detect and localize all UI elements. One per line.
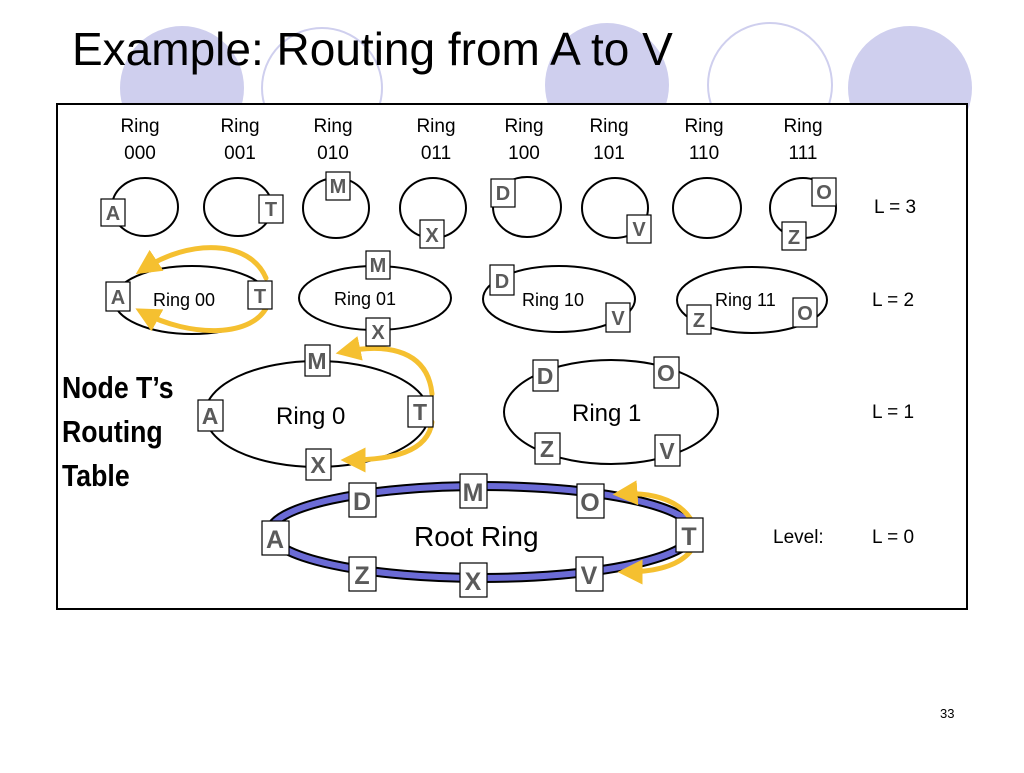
routing-table-caption-line-1: Node T’s (62, 370, 174, 405)
slide-title: Example: Routing from A to V (72, 23, 673, 75)
node-x-ring-01: X (371, 322, 385, 344)
arrow-t-to-v (617, 549, 693, 585)
node-z-ring-111: Z (788, 227, 800, 249)
node-o-ring-11: O (797, 303, 813, 325)
arrow-t-to-x (340, 419, 435, 473)
node-v-ring-1: V (659, 438, 675, 464)
ring-101 (581, 177, 649, 239)
column-header-011-ring: Ring (416, 116, 455, 137)
node-m-root: M (463, 479, 484, 507)
node-a-ring-0: A (202, 403, 219, 429)
column-header-000-bits: 000 (124, 143, 156, 164)
node-z-ring-11: Z (693, 310, 705, 332)
arrow-t-to-a-upper (135, 245, 269, 281)
column-header-001-bits: 001 (224, 143, 256, 164)
node-x-ring-0: X (310, 452, 326, 478)
column-header-111-bits: 111 (789, 143, 818, 164)
node-z-ring-1: Z (540, 436, 554, 462)
ring-00-label: Ring 00 (153, 290, 215, 310)
column-header-010-ring: Ring (313, 116, 352, 137)
node-m-ring-01: M (370, 255, 387, 277)
node-z-root: Z (354, 562, 369, 590)
level-labels: L = 3 L = 2 L = 1 Level: L = 0 (773, 197, 916, 548)
level-label-0: L = 0 (872, 527, 914, 548)
node-a-root: A (266, 526, 284, 554)
ring-1 (503, 359, 719, 465)
ring-1-label: Ring 1 (572, 400, 641, 427)
node-o-ring-1: O (657, 360, 675, 386)
ring-01-label: Ring 01 (334, 289, 396, 309)
column-header-000-ring: Ring (120, 116, 159, 137)
node-d-root: D (353, 488, 371, 516)
level-2-ring-labels: Ring 00 Ring 01 Ring 10 Ring 11 (153, 289, 776, 310)
level-label-3: L = 3 (874, 197, 916, 218)
ring-10 (482, 265, 636, 333)
node-v-ring-10: V (611, 308, 625, 330)
node-d-ring-100: D (496, 183, 510, 205)
node-v-ring-101: V (632, 219, 646, 241)
column-header-110-bits: 110 (689, 143, 719, 164)
node-o-ring-111: O (816, 182, 832, 204)
column-header-101-bits: 101 (593, 143, 625, 164)
node-v-root: V (581, 562, 598, 590)
ring-11-label: Ring 11 (715, 290, 776, 310)
routing-table-caption: Node T’s Routing Table (62, 366, 192, 498)
node-t-ring-00: T (254, 286, 266, 308)
level-label-2: L = 2 (872, 290, 914, 311)
column-header-011-bits: 011 (421, 143, 451, 164)
column-header-100-ring: Ring (504, 116, 543, 137)
node-t-ring-0: T (413, 399, 427, 425)
node-m-ring-0: M (307, 348, 326, 374)
root-ring-label: Root Ring (414, 521, 539, 552)
node-a-ring-000: A (106, 203, 120, 225)
ring-0-label: Ring 0 (276, 403, 345, 430)
node-x-root: X (465, 568, 482, 596)
column-header-101-ring: Ring (589, 116, 628, 137)
node-d-ring-10: D (495, 271, 509, 293)
node-m-ring-010: M (330, 176, 347, 198)
node-t-ring-001: T (265, 199, 277, 221)
arrow-t-to-o (612, 480, 693, 521)
routing-table-caption-line-2: Routing (62, 414, 163, 449)
column-headers: Ring 000 Ring 001 Ring 010 Ring 011 Ring… (120, 116, 822, 164)
node-o-root: O (580, 489, 599, 517)
column-header-110-ring: Ring (684, 116, 723, 137)
ring-10-label: Ring 10 (522, 290, 584, 310)
node-t-root: T (681, 523, 696, 551)
page-number: 33 (940, 706, 955, 721)
column-header-001-ring: Ring (220, 116, 259, 137)
node-x-ring-011: X (425, 225, 439, 247)
node-a-ring-00: A (111, 287, 125, 309)
column-header-100-bits: 100 (508, 143, 540, 164)
column-header-111-ring: Ring (783, 116, 822, 137)
node-boxes: A T M X D V O Z A T M X D (100, 171, 837, 598)
column-header-010-bits: 010 (317, 143, 349, 164)
routing-table-caption-line-3: Table (62, 458, 130, 493)
ring-110 (672, 177, 742, 239)
ring-11 (676, 266, 828, 334)
arrow-t-to-a-lower (135, 301, 271, 334)
node-d-ring-1: D (537, 363, 554, 389)
level-label-1: L = 1 (872, 402, 914, 423)
level-prefix: Level: (773, 527, 824, 548)
arrow-t-to-m (335, 336, 435, 397)
routing-arrows (135, 245, 693, 585)
